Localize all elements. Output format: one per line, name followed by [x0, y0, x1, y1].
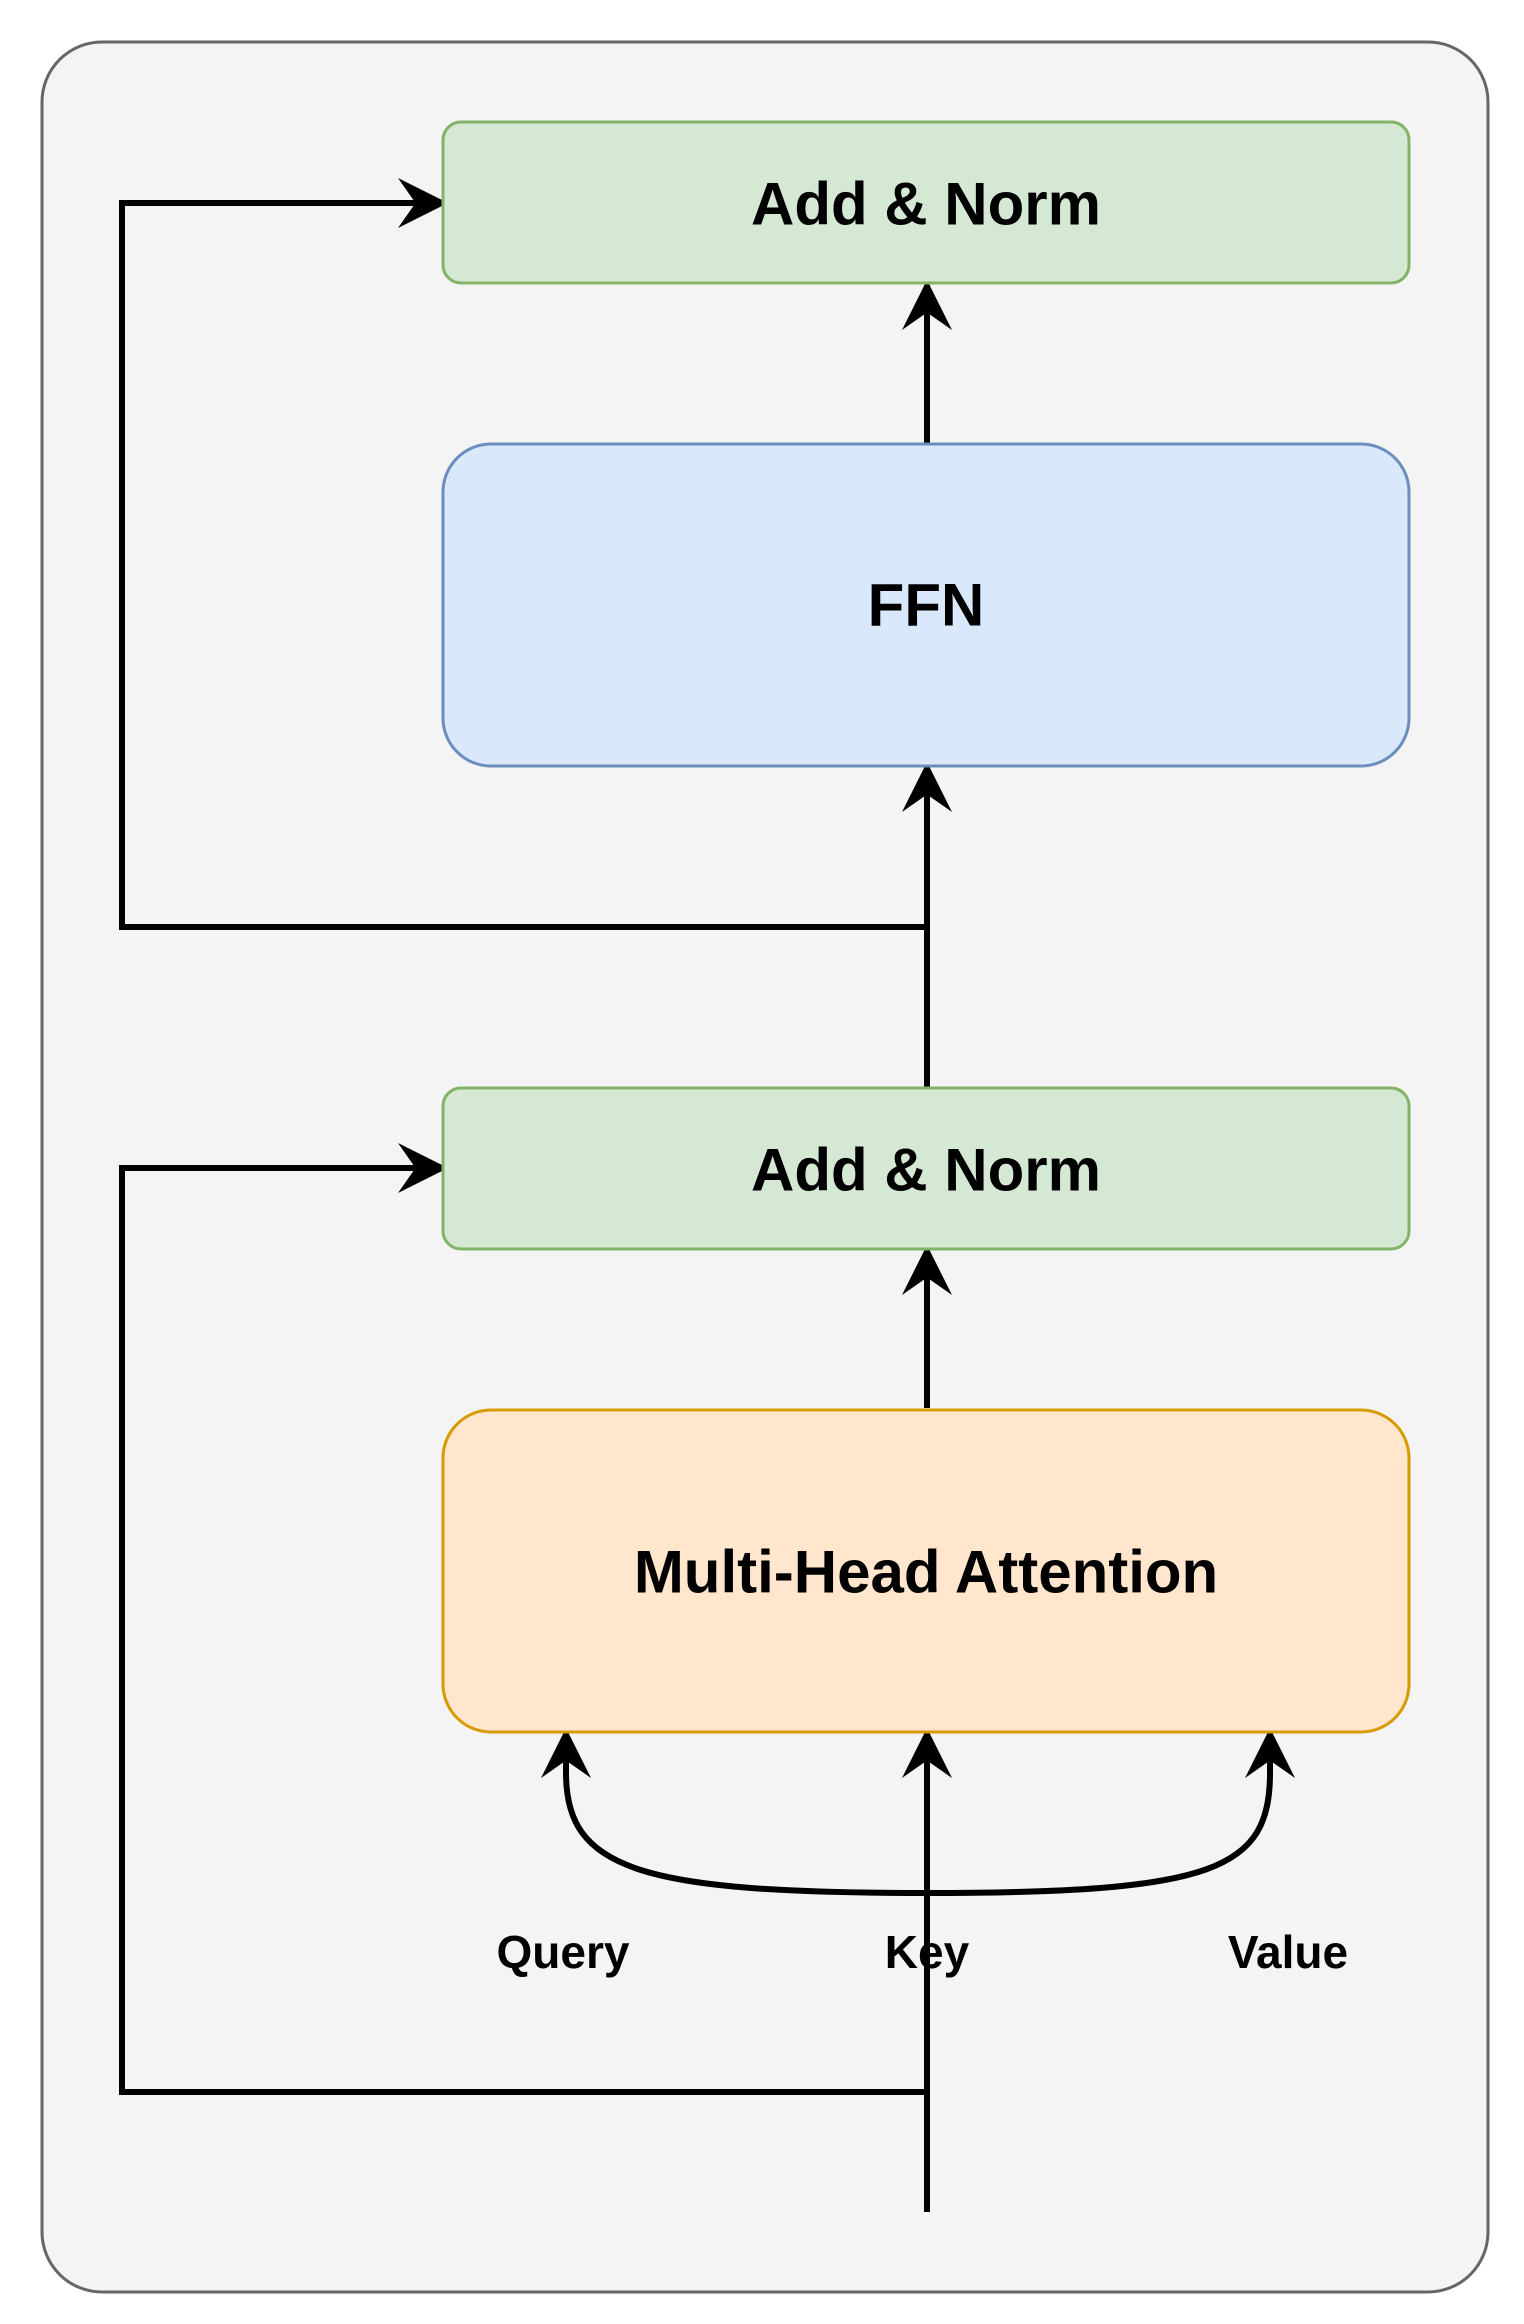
query-label: Query — [497, 1926, 630, 1978]
add-norm-bottom-block: Add & Norm — [441, 1086, 1411, 1251]
residual-connection-bottom — [119, 1143, 927, 2095]
value-label: Value — [1228, 1926, 1348, 1978]
residual-connection-top — [119, 178, 927, 930]
key-label: Key — [885, 1926, 970, 1978]
multi-head-attention-block: Multi-Head Attention — [441, 1408, 1411, 1734]
add-norm-top-label: Add & Norm — [751, 171, 1101, 238]
input-to-query-arrow — [541, 1728, 928, 1896]
add-norm-bottom-label: Add & Norm — [751, 1137, 1101, 1204]
ffn-label: FFN — [868, 572, 985, 639]
input-to-value-arrow — [926, 1728, 1295, 1896]
multi-head-attention-label: Multi-Head Attention — [634, 1539, 1218, 1606]
ffn-block: FFN — [441, 442, 1411, 768]
add-norm-top-block: Add & Norm — [441, 120, 1411, 285]
